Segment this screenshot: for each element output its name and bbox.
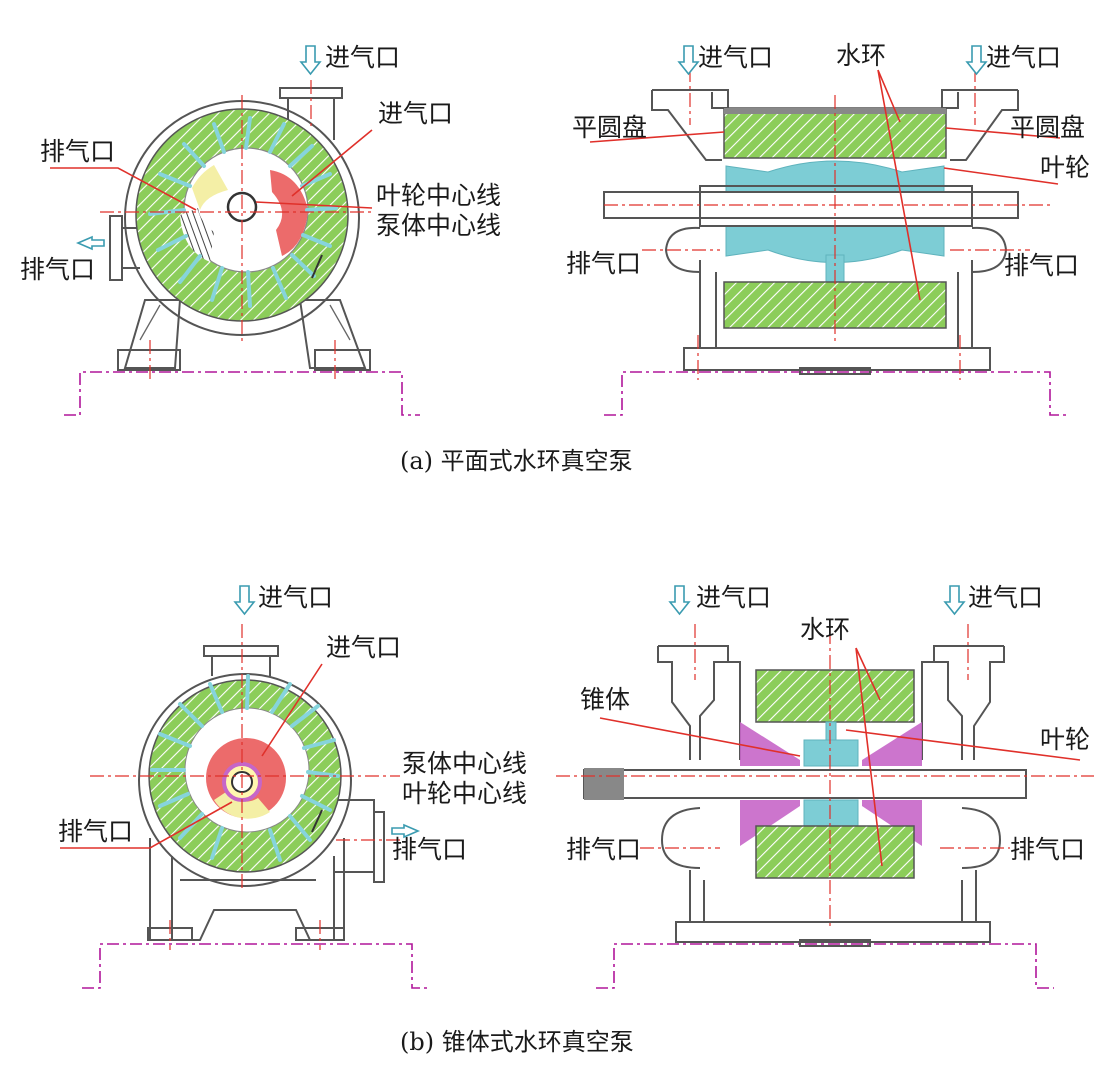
label-exhaust-left: 排气口	[566, 835, 641, 864]
foundation-outline	[596, 943, 1054, 989]
label-inlet-left: 进气口	[696, 583, 771, 612]
caption-panel-a: (a) 平面式水环真空泵	[400, 447, 633, 475]
label-exhaust-port: 排气口	[40, 137, 115, 166]
label-flat-disk-right: 平圆盘	[1010, 113, 1085, 142]
foundation-outline	[604, 371, 1066, 416]
rotation-arrow	[311, 254, 323, 279]
label-flat-disk-left: 平圆盘	[572, 113, 647, 142]
exhaust-swirl	[180, 208, 214, 262]
pump-base	[675, 870, 991, 947]
water-ring-top	[755, 669, 915, 723]
casing-outer	[138, 673, 352, 887]
shaft	[583, 769, 1027, 799]
down-arrow-icon	[965, 45, 988, 76]
label-inlet-top: 进气口	[258, 583, 333, 612]
exhaust-scroll-left	[660, 807, 701, 869]
label-inlet-top: 进气口	[325, 43, 400, 72]
foundation-outline	[64, 371, 420, 416]
label-cone: 锥体	[580, 685, 630, 714]
label-inlet-left: 进气口	[698, 43, 773, 72]
down-arrow-icon	[943, 585, 966, 616]
exhaust-branch	[334, 799, 385, 883]
leader-inlet-port	[291, 129, 373, 197]
pump-base	[683, 260, 991, 375]
label-impeller: 叶轮	[1040, 725, 1090, 754]
exhaust-scroll-left	[664, 226, 701, 273]
leader-exhaust-port	[60, 801, 233, 849]
leader-water-ring	[855, 647, 883, 867]
label-impeller-centerline: 叶轮中心线	[402, 779, 527, 808]
foundation-outline	[82, 943, 428, 989]
down-arrow-icon	[677, 45, 700, 76]
caption-panel-b: (b) 锥体式水环真空泵	[400, 1028, 634, 1056]
impeller-blades	[148, 116, 338, 308]
label-water-ring: 水环	[836, 41, 886, 70]
label-exhaust-left: 排气口	[566, 249, 641, 278]
water-ring-top-rim	[724, 108, 946, 114]
label-exhaust-port: 排气口	[58, 817, 133, 846]
label-exhaust-right: 排气口	[1010, 835, 1085, 864]
panel-a-front-view: 进气口 进气口 排气口 排气口 叶轮中心线 泵体中心线	[20, 43, 501, 416]
panel-b-side-view: 进气口 进气口 水环 锥体 叶轮 排气口 排气口	[556, 583, 1094, 989]
label-casing-centerline: 泵体中心线	[402, 749, 527, 778]
panel-b-front-view: 进气口 进气口 泵体中心线 叶轮中心线 排气口 排气口	[58, 583, 527, 989]
label-impeller: 叶轮	[1040, 153, 1090, 182]
label-inlet-right: 进气口	[986, 43, 1061, 72]
pump-base	[117, 299, 371, 371]
down-arrow-icon	[668, 585, 691, 616]
label-inlet-port: 进气口	[326, 633, 401, 662]
leader-water-ring	[877, 69, 921, 301]
down-arrow-icon	[299, 45, 322, 76]
label-inlet-right: 进气口	[968, 583, 1043, 612]
panel-a-side-view: 进气口 进气口 水环 平圆盘 平圆盘 叶轮 排气口 排气口	[566, 41, 1090, 416]
rotation-arrow	[311, 809, 323, 833]
leader-inlet-port	[261, 663, 323, 757]
cone-upper-left	[740, 722, 800, 766]
shaft-end	[584, 768, 624, 800]
leader-impeller-centerline	[255, 201, 373, 209]
down-arrow-icon	[233, 585, 256, 616]
leader-cone	[599, 717, 801, 757]
leader-impeller	[943, 167, 1059, 185]
label-water-ring: 水环	[800, 615, 850, 644]
exhaust-scroll-right	[961, 807, 1002, 869]
label-inlet-port: 进气口	[378, 99, 453, 128]
water-ring-bottom	[755, 825, 915, 879]
impeller-upper	[803, 721, 859, 767]
cone-upper-right	[862, 722, 922, 766]
leader-exhaust-port	[50, 167, 197, 211]
leader-impeller	[845, 729, 1081, 761]
left-arrow-icon	[75, 235, 105, 251]
impeller-blades	[150, 674, 340, 862]
leader-flat-disk-left	[589, 131, 725, 143]
label-impeller-centerline: 叶轮中心线	[376, 181, 501, 210]
label-casing-centerline: 泵体中心线	[376, 211, 501, 240]
exhaust-zone	[192, 165, 228, 210]
label-exhaust-outlet: 排气口	[392, 835, 467, 864]
label-exhaust-right: 排气口	[1004, 251, 1079, 280]
label-exhaust-outlet: 排气口	[20, 255, 95, 284]
cone-lower-left	[740, 800, 800, 846]
right-arrow-icon	[391, 823, 421, 839]
inlet-neck	[203, 645, 279, 676]
leader-flat-disk-right	[945, 127, 1061, 139]
